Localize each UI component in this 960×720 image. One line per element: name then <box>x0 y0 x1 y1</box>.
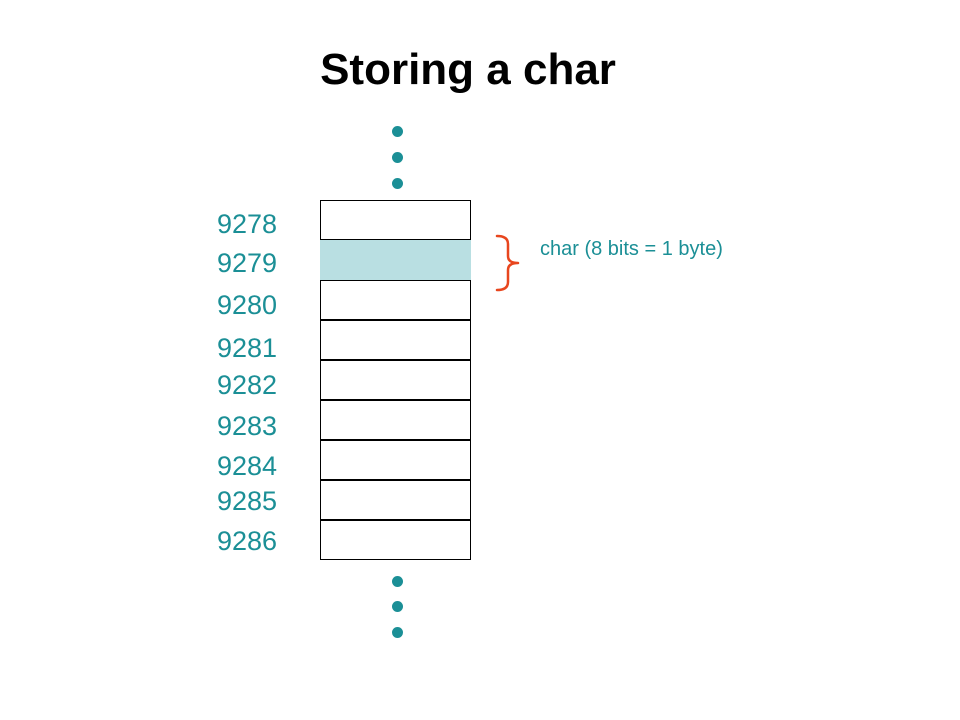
ellipsis-dot-bottom-1 <box>392 576 403 587</box>
address-label: 9281 <box>217 333 278 363</box>
ellipsis-dot-top-2 <box>392 152 403 163</box>
slide-title: Storing a char <box>320 45 616 94</box>
memory-cell-9278 <box>320 200 471 240</box>
memory-cell-9284 <box>320 440 471 480</box>
address-label: 9280 <box>217 290 278 320</box>
curly-brace-icon <box>495 234 520 292</box>
address-label: 9283 <box>217 411 278 441</box>
memory-cell-9280 <box>320 280 471 320</box>
ellipsis-dot-top-3 <box>392 178 403 189</box>
address-label: 9282 <box>217 370 278 400</box>
address-label: 9285 <box>217 486 278 516</box>
address-label: 9279 <box>217 248 278 278</box>
memory-cell-9282 <box>320 360 471 400</box>
memory-cell-9286 <box>320 520 471 560</box>
address-label: 9284 <box>217 451 278 481</box>
address-label: 9286 <box>217 526 278 556</box>
ellipsis-dot-top-1 <box>392 126 403 137</box>
ellipsis-dot-bottom-3 <box>392 627 403 638</box>
address-label: 9278 <box>217 209 278 239</box>
memory-cell-9281 <box>320 320 471 360</box>
memory-cell-9285 <box>320 480 471 520</box>
ellipsis-dot-bottom-2 <box>392 601 403 612</box>
memory-cell-9283 <box>320 400 471 440</box>
brace-annotation-label: char (8 bits = 1 byte) <box>540 238 723 260</box>
memory-cell-9279-highlighted <box>320 240 471 280</box>
